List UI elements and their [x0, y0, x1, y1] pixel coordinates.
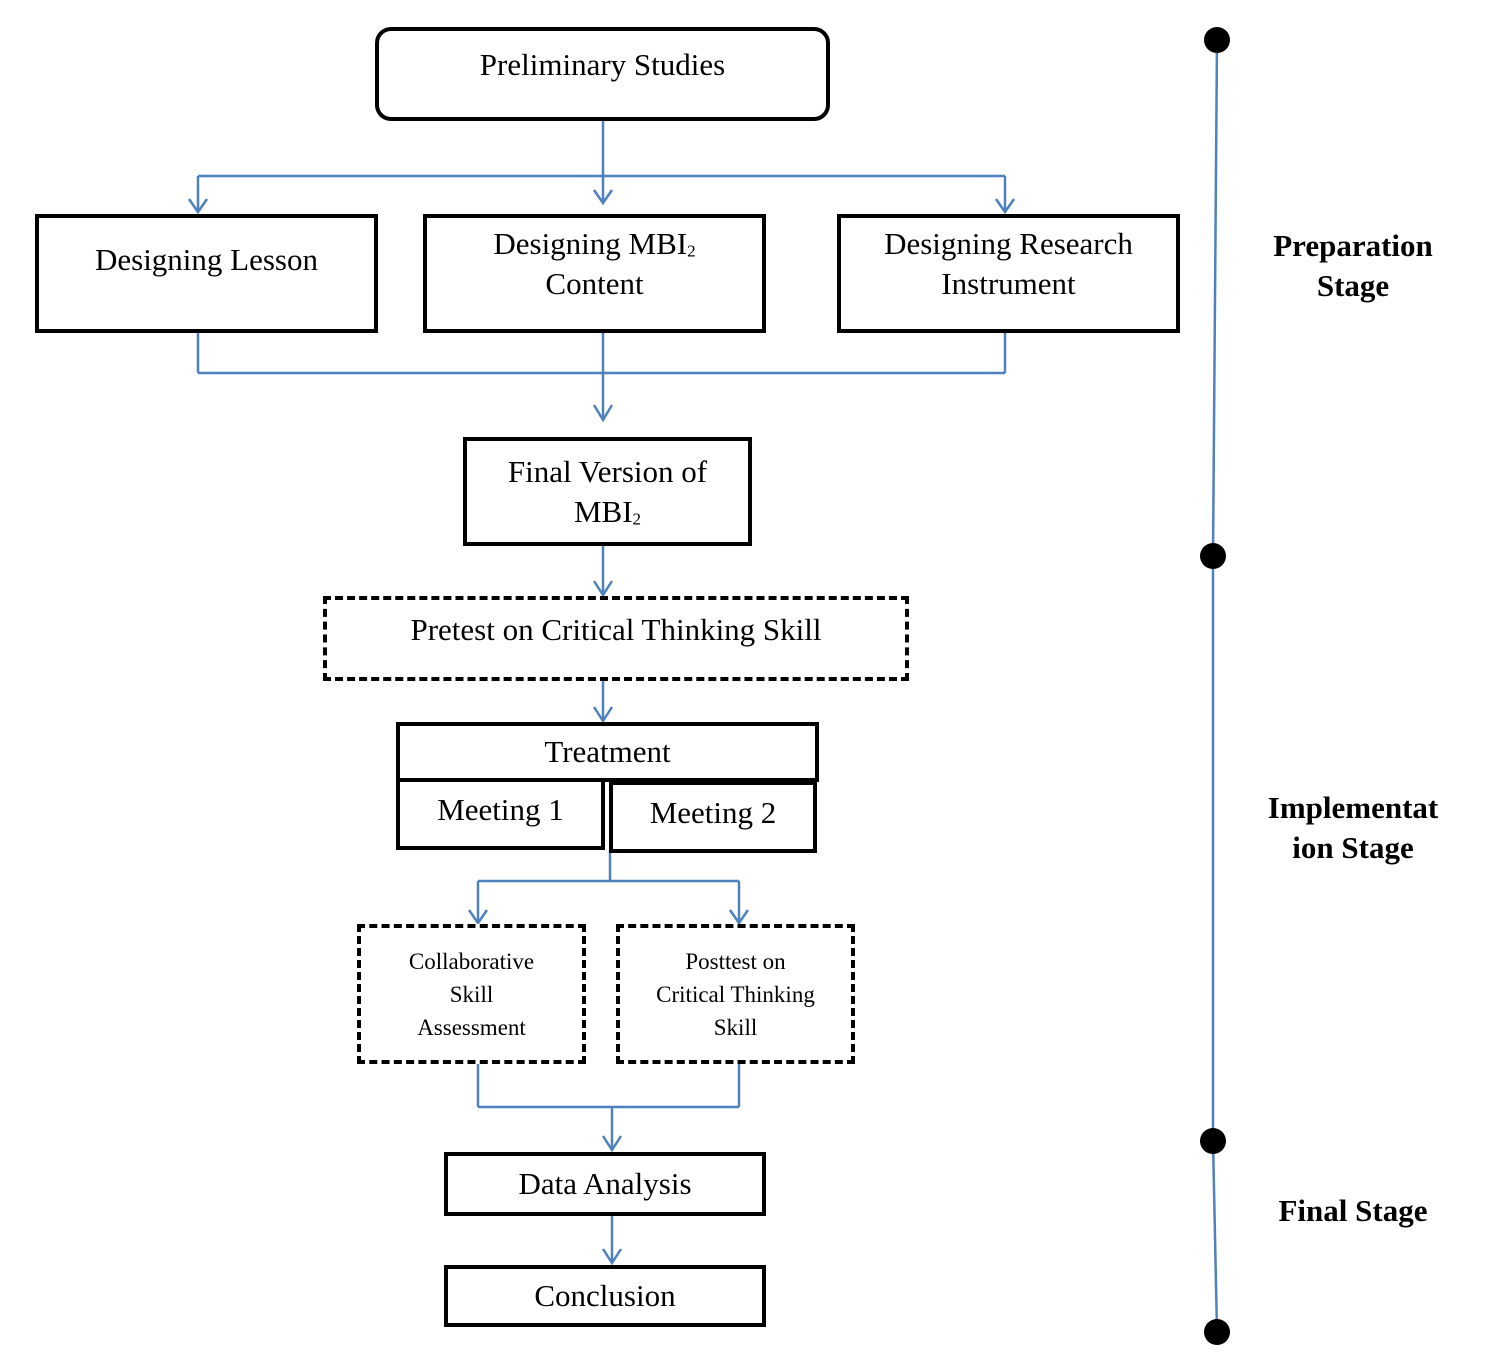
arrowhead-conclusion [601, 1248, 623, 1266]
node-meeting-2-label: Meeting 2 [649, 795, 777, 830]
node-collaborative-line3: Assessment [417, 1014, 526, 1040]
timeline-dot-end [1204, 1319, 1230, 1345]
timeline-dot-start [1204, 27, 1230, 53]
arrowhead-lesson [187, 198, 209, 215]
node-designing-lesson: Designing Lesson [35, 214, 378, 333]
node-designing-research-instrument: Designing Research Instrument [837, 214, 1180, 333]
stage-label-final: Final Stage [1262, 1191, 1444, 1231]
node-posttest: Posttest on Critical Thinking Skill [616, 924, 855, 1064]
arrowhead-data-analysis [601, 1135, 623, 1153]
arrowhead-collaborative [467, 909, 489, 926]
node-designing-research-instrument-line2: Instrument [941, 266, 1076, 301]
mbi-content-subscript: 2 [687, 241, 696, 261]
arrowhead-pretest [592, 580, 614, 598]
node-preliminary-studies: Preliminary Studies [375, 27, 830, 121]
node-meeting-2: Meeting 2 [609, 781, 817, 853]
node-data-analysis: Data Analysis [444, 1152, 766, 1216]
node-collaborative-line1: Collaborative [408, 948, 535, 974]
arrowhead-treatment [592, 706, 614, 724]
node-pretest-label: Pretest on Critical Thinking Skill [410, 612, 822, 647]
node-meeting-1: Meeting 1 [396, 778, 605, 850]
node-designing-mbi-content: Designing MBI2 Content [423, 214, 766, 333]
node-posttest-line2: Critical Thinking [656, 981, 815, 1007]
node-final-version-line1: Final Version of [507, 453, 708, 489]
node-designing-mbi-content-line2: Content [545, 266, 644, 301]
node-treatment: Treatment [396, 722, 819, 782]
stage-preparation-line1: Preparation [1273, 228, 1433, 263]
arrowhead-mbi [592, 189, 614, 206]
node-designing-research-instrument-line1: Designing Research [884, 226, 1133, 261]
node-designing-mbi-content-line1: Designing MBI2 [493, 224, 695, 264]
mbi-content-text: Designing MBI [493, 226, 688, 261]
timeline-dot-implementation [1200, 543, 1226, 569]
node-posttest-line1: Posttest on [685, 948, 786, 974]
stage-implementation-line2: ion Stage [1292, 830, 1414, 865]
node-final-version-mbi: Final Version of MBI2 [463, 437, 752, 546]
node-pretest: Pretest on Critical Thinking Skill [323, 596, 909, 681]
stage-implementation-line1: Implementat [1267, 790, 1439, 825]
node-final-version-line2: MBI2 [574, 492, 641, 532]
node-conclusion: Conclusion [444, 1265, 766, 1327]
stage-final-line1: Final Stage [1278, 1193, 1428, 1228]
node-data-analysis-label: Data Analysis [518, 1166, 692, 1201]
stage-preparation-line2: Stage [1316, 268, 1390, 303]
node-collaborative-skill-assessment: Collaborative Skill Assessment [357, 924, 586, 1064]
arrowhead-posttest [728, 909, 750, 926]
node-posttest-line3: Skill [713, 1014, 758, 1040]
timeline-dot-final [1200, 1128, 1226, 1154]
stage-label-preparation: Preparation Stage [1262, 226, 1444, 306]
arrowhead-final-version [592, 404, 614, 423]
node-meeting-1-label: Meeting 1 [437, 792, 564, 827]
node-designing-lesson-label: Designing Lesson [94, 242, 318, 277]
arrowhead-instrument [994, 198, 1016, 215]
timeline-line [1211, 39, 1219, 1333]
node-treatment-label: Treatment [544, 734, 671, 769]
node-collaborative-line2: Skill [449, 981, 494, 1007]
node-conclusion-label: Conclusion [534, 1278, 676, 1313]
node-preliminary-studies-label: Preliminary Studies [479, 47, 726, 82]
final-version-subscript: 2 [632, 509, 642, 529]
final-version-text: MBI [573, 493, 633, 529]
stage-label-implementation: Implementat ion Stage [1262, 788, 1444, 868]
